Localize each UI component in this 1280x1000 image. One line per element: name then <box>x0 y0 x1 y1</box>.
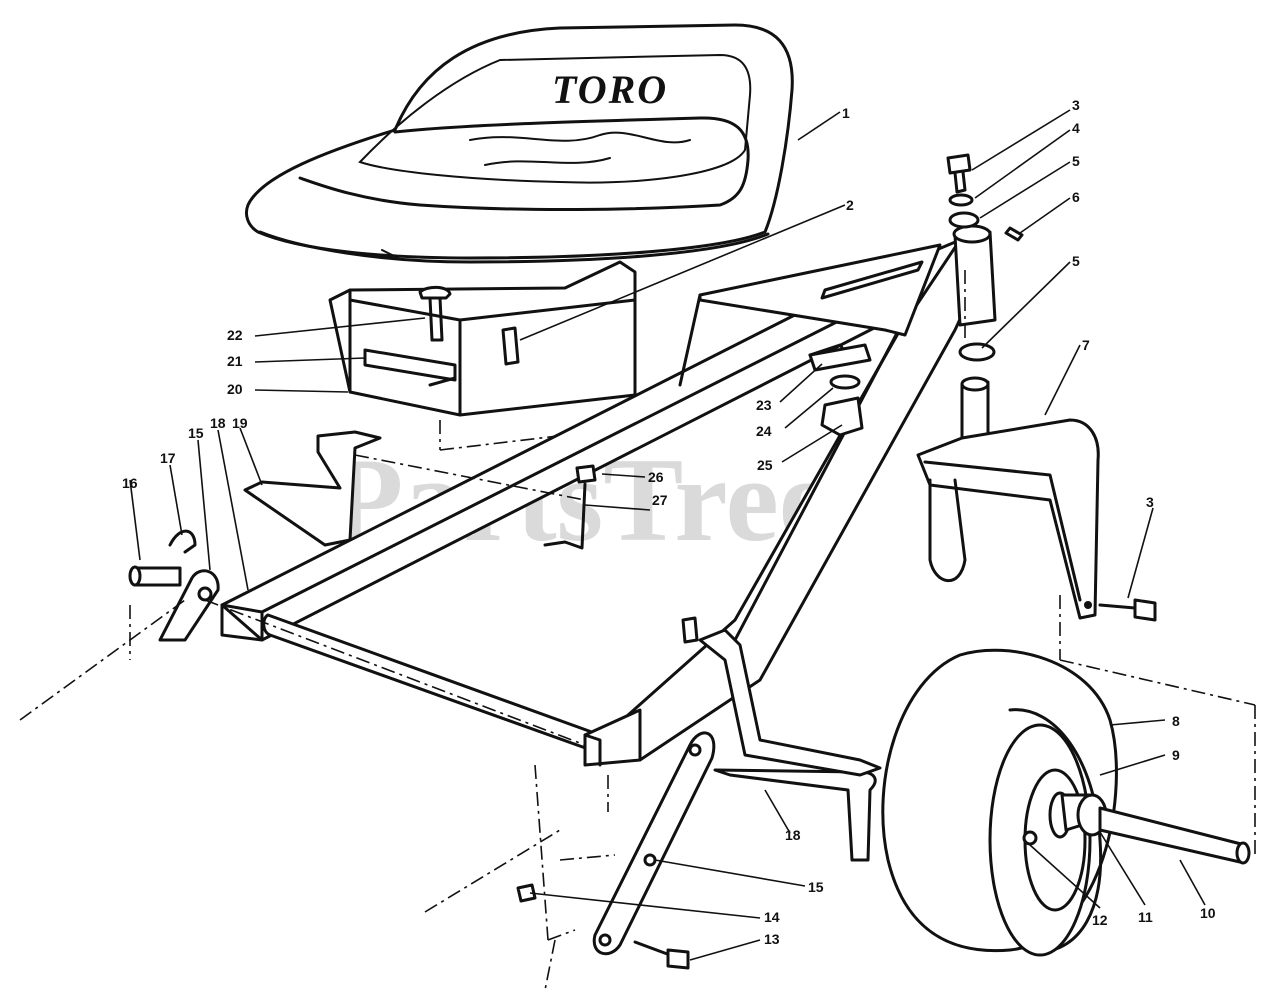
callout-3: 3 <box>1146 494 1154 510</box>
callout-15: 15 <box>808 879 824 895</box>
callout-26: 26 <box>648 469 664 485</box>
callout-24: 24 <box>756 423 772 439</box>
seat: TORO <box>244 23 794 264</box>
callout-23: 23 <box>756 397 772 413</box>
leader-lines <box>129 109 1206 961</box>
callout-1: 1 <box>842 105 850 121</box>
callout-18: 18 <box>210 415 226 431</box>
callout-4: 4 <box>1072 120 1080 136</box>
callout-11: 11 <box>1138 909 1153 925</box>
seat-bracket <box>328 260 651 451</box>
callout-6: 6 <box>1072 189 1080 205</box>
wheel-assembly <box>881 648 1251 957</box>
fork-bolt <box>1098 598 1157 622</box>
lift-arm <box>713 768 877 862</box>
callout-18: 18 <box>785 827 801 843</box>
pivot-bolt <box>666 948 690 970</box>
callout-2: 2 <box>846 197 854 213</box>
callout-22: 22 <box>227 327 243 343</box>
mount-plate <box>808 343 872 372</box>
callout-7: 7 <box>1082 337 1090 353</box>
callout-20: 20 <box>227 381 243 397</box>
callout-14: 14 <box>764 909 780 925</box>
seat-brand-logo: TORO <box>552 67 668 112</box>
callout-27: 27 <box>652 492 668 508</box>
pivot-bracket-front <box>592 731 716 956</box>
callout-12: 12 <box>1092 912 1108 928</box>
washer <box>829 374 861 390</box>
callout-16: 16 <box>122 475 138 491</box>
top-bolt <box>946 153 980 229</box>
callout-17: 17 <box>160 450 176 466</box>
callout-21: 21 <box>227 353 243 369</box>
adjusting-rod <box>543 482 587 550</box>
callout-5: 5 <box>1072 153 1080 169</box>
hair-pin-clip <box>168 529 197 554</box>
callout-19: 19 <box>232 415 248 431</box>
callout-5: 5 <box>1072 253 1080 269</box>
callout-labels: 1 2 3 4 5 6 5 7 22 21 20 23 24 25 19 26 … <box>122 97 1216 947</box>
callout-3: 3 <box>1072 97 1080 113</box>
lock-nut <box>516 883 537 903</box>
seat-knob <box>820 396 864 437</box>
carriage-bolt <box>418 285 452 300</box>
pivot-pin <box>133 566 182 587</box>
bracket-19 <box>243 430 382 547</box>
callout-25: 25 <box>757 457 773 473</box>
callout-13: 13 <box>764 931 780 947</box>
callout-10: 10 <box>1200 905 1216 921</box>
callout-15: 15 <box>188 425 204 441</box>
callout-9: 9 <box>1172 747 1180 763</box>
seat-bolt <box>501 326 520 366</box>
callout-8: 8 <box>1172 713 1180 729</box>
wheel-fork <box>916 418 1100 620</box>
foot-pedal <box>698 628 882 777</box>
rod-nut <box>575 464 597 484</box>
